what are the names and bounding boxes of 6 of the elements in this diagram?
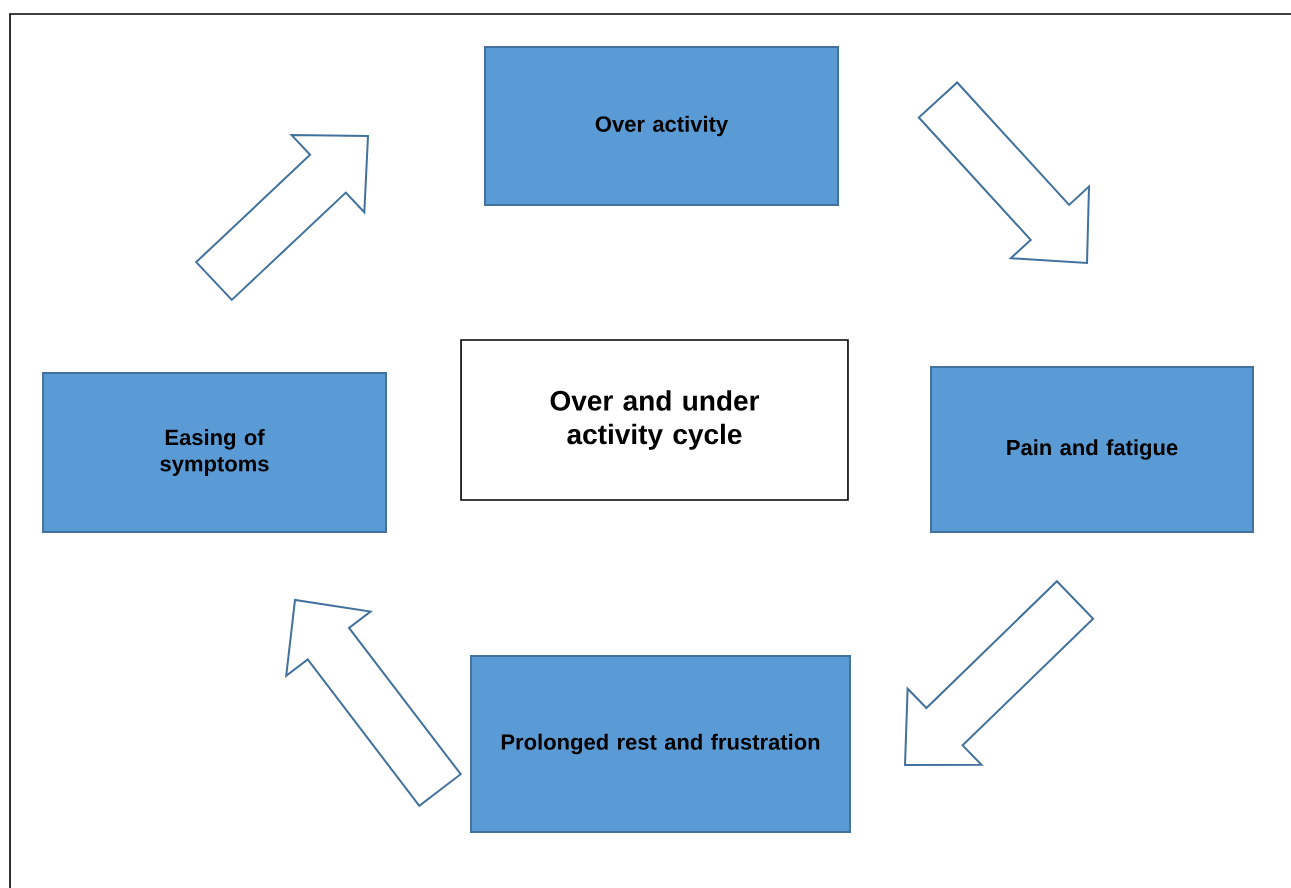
process-box: Over activity xyxy=(484,46,840,206)
title-box: Over and under activity cycle xyxy=(460,339,849,501)
process-box: Easing of symptoms xyxy=(42,372,387,533)
process-box: Prolonged rest and frustration xyxy=(470,655,851,833)
process-box: Pain and fatigue xyxy=(930,365,1254,533)
block-arrow xyxy=(917,81,1091,265)
